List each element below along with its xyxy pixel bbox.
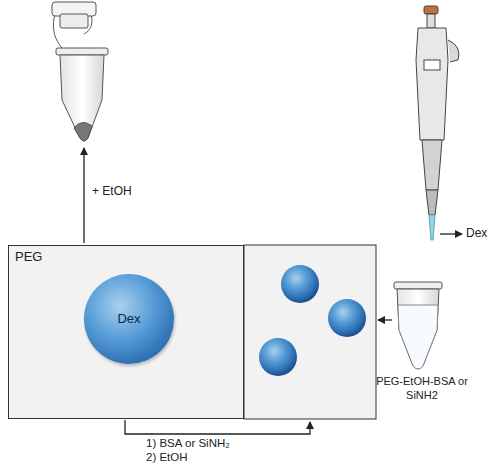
panel-heading: PEG [9, 246, 48, 267]
droplet [259, 338, 297, 376]
droplet [281, 265, 319, 303]
node-text: Dex [117, 311, 140, 328]
tube-label: PEG-EtOH-BSA or SiNH2 [376, 374, 468, 410]
step-label: + EtOH [92, 184, 132, 198]
tube-with-pellet [52, 2, 108, 141]
arrow [378, 319, 392, 320]
node-text: PEG-EtOH-BSA or SiNH2 [376, 374, 468, 403]
arrow [125, 420, 310, 434]
droplet [328, 299, 366, 337]
panel: PEG Dex [8, 245, 244, 419]
droplet: Dex [84, 274, 174, 364]
step-label: 2) EtOH [146, 451, 188, 463]
panel [244, 245, 376, 419]
step-label: 1) BSA or SiNH₂ [146, 437, 230, 449]
tube [394, 282, 442, 369]
arrow-label: Dex [466, 226, 487, 240]
arrow [83, 148, 84, 243]
arrow [440, 233, 462, 234]
pipette [416, 6, 459, 240]
